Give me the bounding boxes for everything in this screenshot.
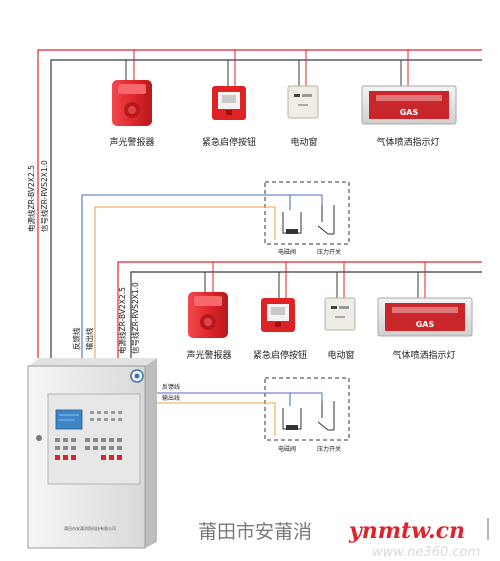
top-sound-light-alarm [112,80,152,126]
bottom-pressure-switch [317,401,335,431]
top-pressure-switch [317,205,335,235]
bottom-pressure-switch-label: 压力开关 [317,445,341,453]
watermark-site-faded: www.ne360.com [372,545,480,560]
gas-release-indicator-icon: GAS [377,297,473,337]
solenoid-valve-icon [282,212,302,234]
bottom-motorized-window [324,297,356,331]
top-motorized-window [287,85,319,119]
pressure-switch-icon [317,205,335,235]
bottom-gas-sign-text: GAS [416,320,435,329]
top-device-label-gas: 气体喷洒指示灯 [376,136,439,148]
pressure-switch-icon [317,401,335,431]
bottom-emergency-stop-button [261,298,295,332]
top-emergency-stop-button [212,86,246,120]
vertical-output-line-label: 输出线 [84,327,94,350]
bottom-valve-box [264,377,350,441]
top-device-label-alarm: 声光警报器 [109,136,154,148]
bottom-output-line-label: 输出线 [162,394,180,402]
bottom-signal-line-label: 信号线ZR-RVS2X1.0 [130,282,140,354]
top-valve-label: 电磁阀 [278,248,296,256]
top-signal-line [50,59,482,358]
top-power-line-label: 电源线ZR-BV2X2.5 [26,165,36,232]
bottom-wiring-to-valve [155,392,323,436]
bottom-valve-label: 电磁阀 [278,445,296,453]
gas-release-indicator-icon: GAS [361,85,457,125]
controller-keypad [55,438,122,460]
bottom-power-line [117,261,482,358]
top-device-label-stop: 紧急启停按钮 [202,136,256,148]
bottom-bus-wiring [117,261,482,358]
bottom-device-label-window: 电动窗 [327,349,354,361]
sound-light-alarm-icon [188,292,228,338]
bottom-power-line-label: 电源线ZR-BV2X2.5 [117,287,127,354]
bottom-solenoid-valve [282,408,302,430]
bottom-device-label-gas: 气体喷洒指示灯 [392,349,455,361]
bottom-sound-light-alarm [188,292,228,338]
watermark-company-text: 莆田市安莆消 [198,521,312,543]
bottom-gas-release-indicator: GAS [377,297,473,337]
gas-extinguishing-controller: 莆田市安莆消防科技有限公司 [27,358,157,549]
emergency-stop-button-icon [212,86,246,120]
bottom-device-label-alarm: 声光警报器 [186,349,231,361]
top-valve-box [264,181,350,245]
sound-light-alarm-icon [112,80,152,126]
controller-status-leds [90,411,122,421]
top-device-label-window: 电动窗 [290,136,317,148]
top-gas-sign-text: GAS [400,108,419,117]
top-pressure-switch-label: 压力开关 [317,248,341,256]
emergency-stop-button-icon [261,298,295,332]
top-wiring-to-valve [81,194,323,358]
bottom-signal-line [130,271,482,358]
bottom-feedback-line-label: 反馈线 [162,383,180,391]
top-solenoid-valve [282,212,302,234]
controller-manufacturer-text: 莆田市安莆消防科技有限公司 [64,525,116,531]
cabinet-lock-icon [36,435,42,441]
top-signal-line-label: 信号线ZR-RVS2X1.0 [39,160,49,232]
bottom-device-label-stop: 紧急启停按钮 [253,349,307,361]
brand-logo-icon [130,369,144,383]
solenoid-valve-icon [282,408,302,430]
watermark-site-text: ynmtw.cn [348,518,465,544]
vertical-feedback-line-label: 反馈线 [71,327,81,350]
top-bus-wiring [37,49,482,358]
motorized-window-icon [324,297,356,331]
top-gas-release-indicator: GAS [361,85,457,125]
motorized-window-icon [287,85,319,119]
top-power-line [37,49,482,358]
